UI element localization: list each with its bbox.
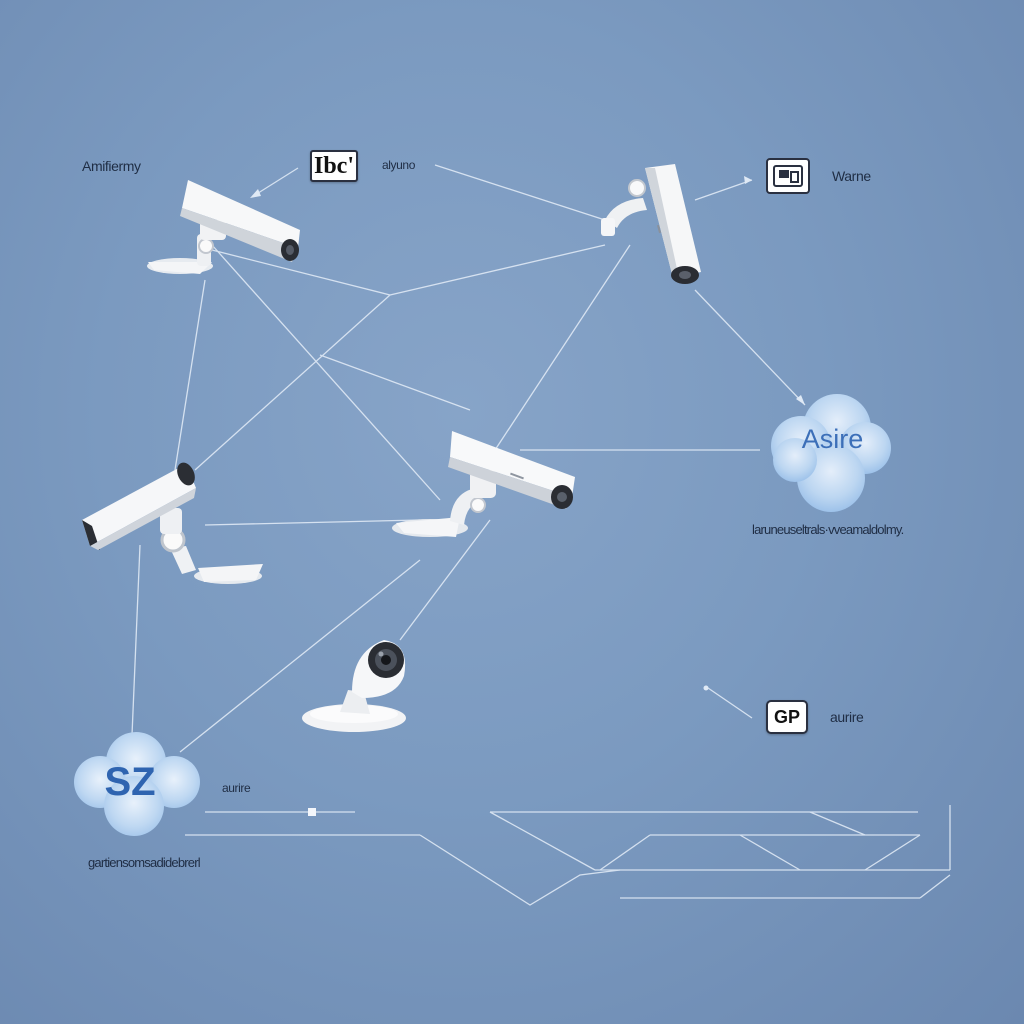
wire [211, 249, 391, 296]
router-label-text: Ibc' [313, 153, 354, 179]
wire [864, 834, 921, 871]
wire [489, 811, 596, 871]
cctv-camera-icon [392, 431, 575, 537]
label-mid-right: laruneuseltrals·vveamaldolmy. [752, 522, 904, 537]
wire [194, 294, 391, 471]
router-icon [766, 158, 810, 194]
wire [434, 164, 606, 221]
arrowhead [796, 395, 805, 405]
wire [254, 167, 299, 196]
dome-camera-icon [302, 640, 406, 732]
arrowhead [250, 189, 261, 198]
wire [389, 244, 606, 296]
arrowhead [744, 176, 752, 184]
wire [174, 279, 206, 471]
wire [179, 559, 421, 753]
wire [419, 834, 621, 906]
wire [599, 834, 651, 871]
wire [399, 519, 491, 641]
wire [694, 289, 806, 406]
wire [319, 354, 471, 411]
wire [211, 244, 441, 501]
router-label-box: Ibc' [310, 150, 358, 182]
wire [694, 179, 753, 201]
label-top-left: Amifiermy [82, 158, 141, 174]
connector-node [703, 685, 709, 691]
label-bottom-right: aurire [830, 709, 864, 725]
connector-node [308, 808, 316, 816]
wire [739, 834, 801, 871]
cloud-icon [771, 394, 891, 512]
label-bottom-left-caption: gartiensomsadidebrerl [88, 855, 201, 870]
label-top-mid: alyuno [382, 158, 415, 172]
wire [204, 519, 421, 526]
label-top-right: Warne [832, 168, 871, 184]
wire [919, 874, 951, 899]
wire [131, 544, 141, 736]
device-label-box: GP [766, 700, 808, 734]
cctv-camera-icon [601, 164, 701, 284]
wire [707, 687, 753, 719]
wire [494, 244, 631, 451]
cctv-camera-icon [82, 462, 263, 584]
cloud-label-left: SZ [104, 760, 156, 804]
device-label-text: GP [773, 707, 800, 727]
cctv-camera-icon [147, 180, 300, 274]
wire [809, 811, 866, 836]
label-bottom-left: aurire [222, 781, 251, 795]
cloud-icon [74, 732, 200, 836]
cloud-label-right: Asire [801, 424, 864, 454]
